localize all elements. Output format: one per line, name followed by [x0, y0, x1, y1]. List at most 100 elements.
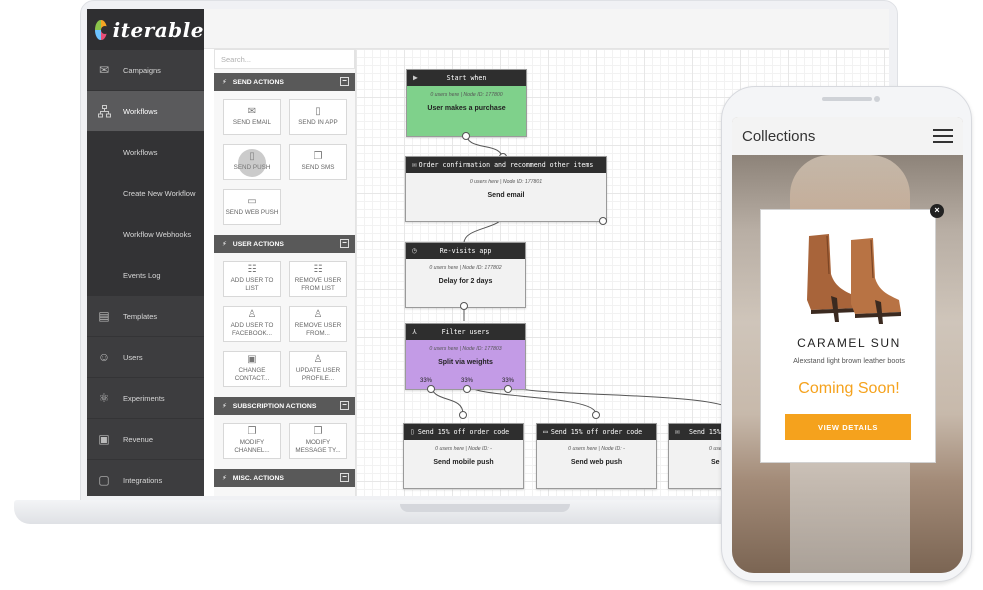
subnav-create-new-workflow[interactable]: Create New Workflow [87, 173, 204, 214]
money-icon: ▣ [98, 432, 110, 446]
sidebar: iterable ✉ Campaigns Workflows Workflows… [87, 9, 204, 496]
section-user-actions[interactable]: ⚡ USER ACTIONS − [214, 235, 355, 253]
node-port[interactable] [592, 411, 600, 419]
sidebar-item-label: Integrations [123, 475, 163, 485]
list-remove-icon: ☷ [313, 263, 323, 275]
subnav-workflow-webhooks[interactable]: Workflow Webhooks [87, 214, 204, 255]
action-palette: Search... ⚡ SEND ACTIONS − ✉SEND EMAIL ▯… [214, 49, 356, 496]
sidebar-item-label: Workflows [123, 106, 158, 116]
tile-label: SEND IN APP [298, 118, 338, 126]
section-send-actions[interactable]: ⚡ SEND ACTIONS − [214, 73, 355, 91]
palette-search-input[interactable]: Search... [214, 49, 355, 69]
envelope-icon: ✉ [247, 105, 257, 117]
tile-change-contact[interactable]: ▣CHANGE CONTACT... [223, 351, 281, 387]
stack-icon: ❐ [247, 425, 257, 437]
users-icon: ☺ [97, 350, 111, 364]
sidebar-item-label: Templates [123, 311, 158, 321]
split-icon: ⋏ [412, 327, 417, 336]
envelope-icon: ✉ [675, 427, 680, 436]
tile-label: MODIFY CHANNEL... [234, 438, 270, 454]
node-filter[interactable]: ⋏Filter users 0 users here | Node ID: 17… [405, 323, 526, 390]
node-meta: 0 users here | Node ID: 177801 [469, 179, 543, 185]
tile-add-user-to-list[interactable]: ☷ADD USER TO LIST [223, 261, 281, 297]
tile-send-in-app[interactable]: ▯SEND IN APP [289, 99, 347, 135]
send-actions-grid: ✉SEND EMAIL ▯SEND IN APP ▯SEND PUSH ❐SEN… [214, 91, 355, 231]
node-port[interactable] [599, 217, 607, 225]
sidebar-item-experiments[interactable]: ⚛ Experiments [87, 378, 204, 419]
stack-icon: ❐ [313, 425, 323, 437]
split-percent: 33% [461, 378, 474, 384]
brand-logo[interactable]: iterable [87, 9, 204, 50]
node-port[interactable] [460, 302, 468, 310]
tile-remove-user-from[interactable]: ♙REMOVE USER FROM... [289, 306, 347, 342]
node-port[interactable] [459, 411, 467, 419]
tile-label: MODIFY MESSAGE TY... [295, 438, 341, 454]
tile-send-sms[interactable]: ❐SEND SMS [289, 144, 347, 180]
envelope-icon: ✉ [412, 160, 417, 169]
user-actions-grid: ☷ADD USER TO LIST ☷REMOVE USER FROM LIST… [214, 253, 355, 393]
node-start[interactable]: ▶Start when 0 users here | Node ID: 1778… [406, 69, 527, 137]
tile-modify-message-type[interactable]: ❐MODIFY MESSAGE TY... [289, 423, 347, 459]
node-header: ▭Send 15% off order code [537, 424, 656, 440]
view-details-button[interactable]: VIEW DETAILS [785, 414, 911, 440]
tile-send-email[interactable]: ✉SEND EMAIL [223, 99, 281, 135]
tile-send-push[interactable]: ▯SEND PUSH [223, 144, 281, 180]
tile-label: SEND EMAIL [232, 118, 272, 126]
sidebar-item-workflows[interactable]: Workflows [87, 91, 204, 132]
node-send-email[interactable]: ✉Order confirmation and recommend other … [405, 156, 607, 222]
hamburger-menu-icon[interactable] [933, 129, 953, 143]
envelope-icon: ✉ [98, 63, 110, 77]
sidebar-item-integrations[interactable]: ▢ Integrations [87, 460, 204, 496]
node-title: Se [711, 459, 720, 466]
node-send-mobile-push[interactable]: ▯Send 15% off order code 0 users here | … [403, 423, 524, 489]
tile-send-web-push[interactable]: ▭SEND WEB PUSH [223, 189, 281, 225]
sidebar-item-label: Users [123, 352, 143, 362]
tile-remove-user-from-list[interactable]: ☷REMOVE USER FROM LIST [289, 261, 347, 297]
node-header: ▯Send 15% off order code [404, 424, 523, 440]
top-bar [204, 9, 889, 49]
sidebar-item-label: Revenue [123, 434, 154, 444]
section-misc-actions[interactable]: ⚡ MISC. ACTIONS − [214, 469, 355, 487]
tile-label: CHANGE CONTACT... [234, 366, 270, 382]
section-subscription-actions[interactable]: ⚡ SUBSCRIPTION ACTIONS − [214, 397, 355, 415]
tile-add-user-to-facebook[interactable]: ♙ADD USER TO FACEBOOK... [223, 306, 281, 342]
sidebar-item-campaigns[interactable]: ✉ Campaigns [87, 50, 204, 91]
collapse-icon[interactable]: − [340, 239, 349, 248]
node-head-label: Send 15% off order code [550, 428, 643, 436]
node-delay[interactable]: ◷Re-visits app 0 users here | Node ID: 1… [405, 242, 526, 308]
collapse-icon[interactable]: − [340, 473, 349, 482]
logo-icon [95, 19, 109, 40]
node-head-label: Start when [446, 74, 487, 82]
subnav-workflows[interactable]: Workflows [87, 132, 204, 173]
play-icon: ▶ [413, 73, 418, 82]
phone-screen: Collections × CARAMEL SUN [732, 117, 963, 573]
bolt-icon: ⚡ [222, 79, 227, 86]
node-meta: 0 users here | Node ID: - [435, 446, 492, 452]
drag-highlight [238, 149, 266, 177]
tile-label: SEND PUSH [233, 163, 271, 171]
node-port[interactable] [504, 385, 512, 393]
collapse-icon[interactable]: − [340, 401, 349, 410]
tile-label: UPDATE USER PROFILE... [295, 366, 341, 382]
subnav-events-log[interactable]: Events Log [87, 255, 204, 296]
tile-label: SEND WEB PUSH [225, 208, 279, 216]
node-send-web-push[interactable]: ▭Send 15% off order code 0 users here | … [536, 423, 657, 489]
sidebar-item-revenue[interactable]: ▣ Revenue [87, 419, 204, 460]
sidebar-item-users[interactable]: ☺ Users [87, 337, 204, 378]
node-port[interactable] [427, 385, 435, 393]
node-port[interactable] [462, 132, 470, 140]
close-icon[interactable]: × [930, 204, 944, 218]
list-add-icon: ☷ [247, 263, 257, 275]
node-head-label: Send 15% [689, 428, 721, 436]
node-meta: 0 users here | Node ID: 177803 [429, 346, 502, 352]
in-app-message-modal: × CARAMEL SUN Alexstand light brown leat… [760, 204, 944, 463]
collapse-icon[interactable]: − [340, 77, 349, 86]
node-port[interactable] [463, 385, 471, 393]
sidebar-item-templates[interactable]: ▤ Templates [87, 296, 204, 337]
chat-icon: ❐ [313, 150, 323, 162]
profile-edit-icon: ♙ [313, 353, 323, 365]
tile-update-user-profile[interactable]: ♙UPDATE USER PROFILE... [289, 351, 347, 387]
bolt-icon: ⚡ [222, 403, 227, 410]
sidebar-item-label: Campaigns [123, 65, 161, 75]
tile-modify-channel[interactable]: ❐MODIFY CHANNEL... [223, 423, 281, 459]
